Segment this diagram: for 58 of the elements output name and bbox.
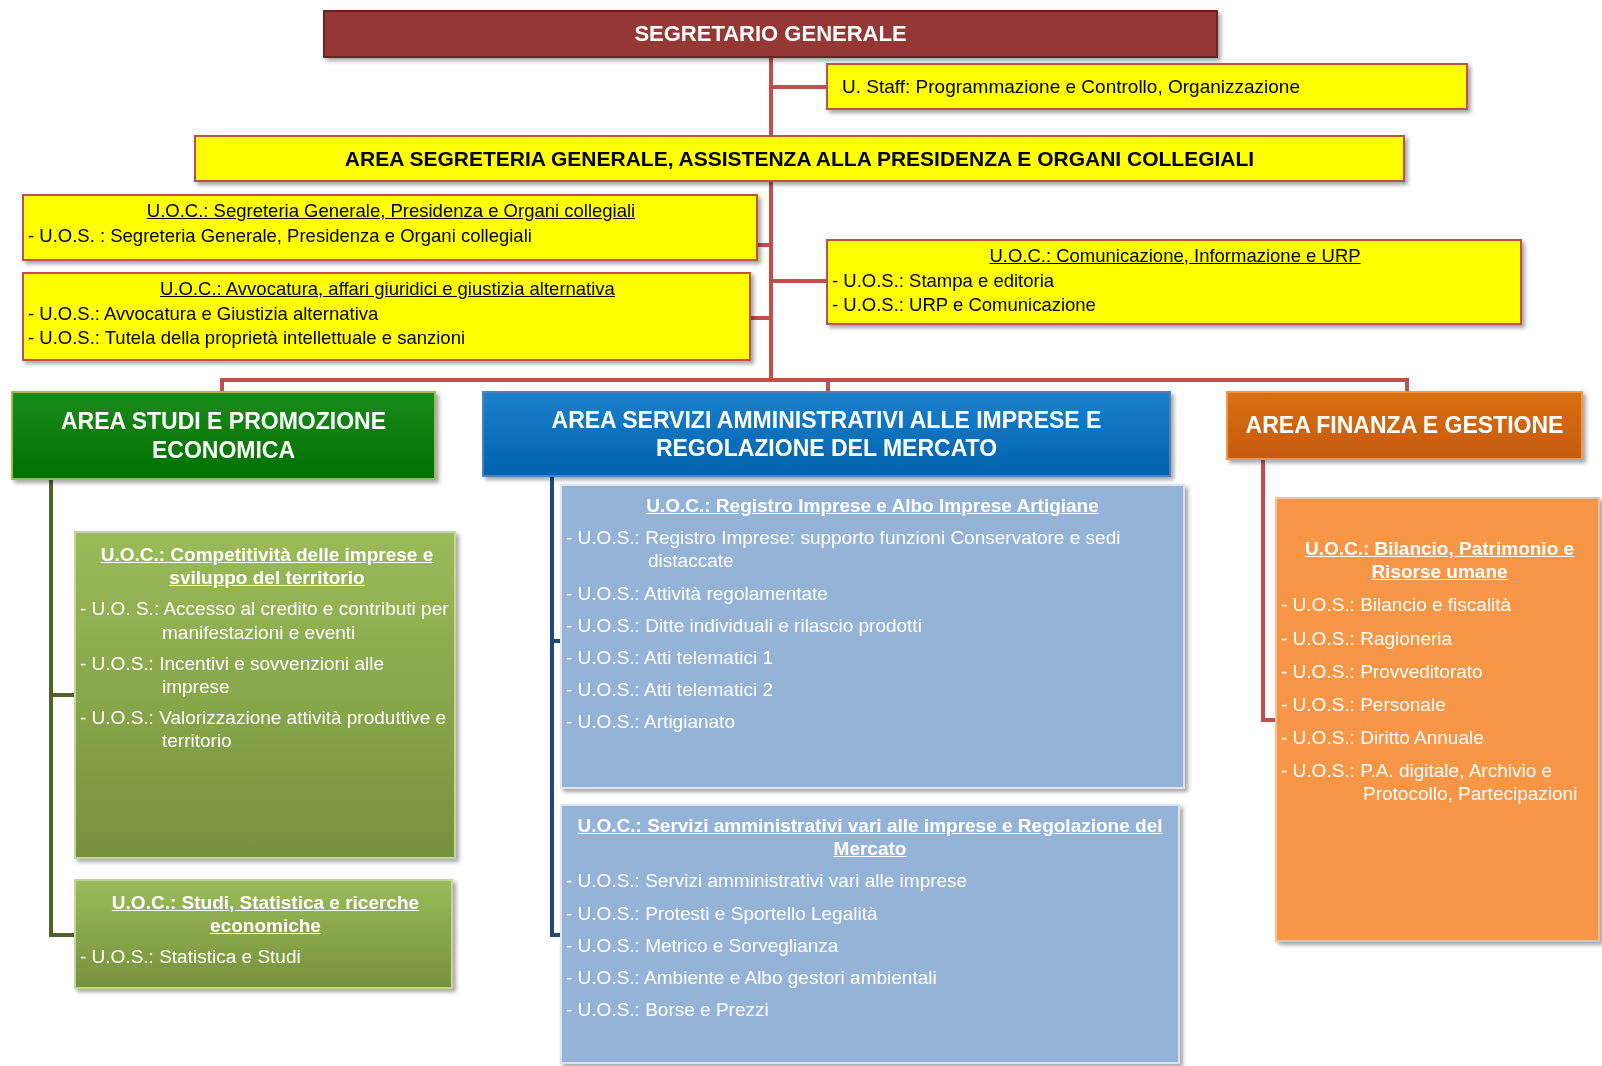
unit-heading: U.O.C.: Avvocatura, affari giuridici e giustizia alternativa — [159, 278, 616, 301]
area-box — [194, 135, 1405, 182]
sub-unit-item: - U.O.S.: Ditte individuali e rilascio prodotti — [565, 613, 923, 637]
sub-unit-item: - U.O.S.: Avvocatura e Giustizia alternativa — [27, 302, 380, 326]
sub-unit-item: - U.O.S.: Artigianato — [565, 710, 736, 734]
sub-unit-item: - U.O.S.: Registro Imprese: supporto funzioni Conservatore e sedi distaccate — [565, 526, 1122, 573]
connector-line — [550, 477, 560, 937]
sub-unit-item: - U.O.S.: Statistica e Studi — [79, 945, 302, 969]
area-box — [1226, 391, 1583, 460]
unit-heading: U.O.C.: Studi, Statistica e ricerche economiche — [110, 891, 421, 938]
unit-box — [22, 272, 751, 361]
unit-heading: U.O.C.: Segreteria Generale, Presidenza e Organi collegiali — [145, 200, 637, 223]
sub-unit-item: - U.O.S.: Tutela della proprietà intellettuale e sanzioni — [27, 327, 467, 350]
box-title: AREA STUDI E PROMOZIONE ECONOMICA — [60, 407, 387, 464]
connector-line — [49, 480, 74, 937]
unit-heading: U.O.C.: Registro Imprese e Albo Imprese Artigiane — [645, 494, 1100, 518]
sub-unit-item: - U.O.S. : Segreteria Generale, Presidenza e Organi collegiali — [27, 224, 533, 248]
sub-unit-item: - U.O.S.: Valorizzazione attività produttive e territorio — [79, 706, 448, 753]
area-box — [482, 391, 1171, 477]
unit-heading: U.O.C.: Comunicazione, Informazione e URP — [988, 245, 1362, 268]
sub-unit-item: - U.O.S.: Ambiente e Albo gestori ambientali — [565, 965, 938, 990]
sub-unit-item: - U.O.S.: Borse e Prezzi — [565, 998, 770, 1022]
unit-box — [826, 239, 1522, 325]
unit-box — [74, 531, 456, 859]
sub-unit-item: - U.O.S.: Diritto Annuale — [1280, 726, 1485, 750]
sub-unit-item: - U.O.S.: Metrico e Sorveglianza — [565, 933, 840, 957]
sub-unit-item: - U.O. S.: Accesso al credito e contributi per manifestazioni e eventi — [79, 597, 450, 644]
area-box — [11, 391, 436, 480]
unit-box — [560, 484, 1185, 789]
sub-unit-item: - U.O.S.: Ragioneria — [1280, 626, 1454, 650]
unit-box — [560, 804, 1180, 1064]
sub-unit-item: - U.O.S.: Provveditorato — [1280, 659, 1484, 683]
unit-box — [1275, 497, 1600, 942]
sub-unit-item: - U.O.S.: URP e Comunicazione — [831, 294, 1097, 317]
unit-heading: U.O.C.: Competitività delle imprese e sviluppo del territorio — [99, 543, 435, 590]
unit-heading: U.O.C.: Servizi amministrativi vari alle imprese e Regolazione del Mercato — [576, 814, 1164, 861]
sub-unit-item: - U.O.S.: Servizi amministrativi vari alle imprese — [565, 869, 969, 893]
sub-unit-item: - U.O.S.: Stampa e editoria — [831, 269, 1056, 293]
unit-box — [74, 879, 453, 989]
title-box — [323, 10, 1218, 58]
sub-unit-item: - U.O.S.: Bilancio e fiscalità — [1280, 593, 1513, 617]
box-title: U. Staff: Programmazione e Controllo, Organizzazione — [842, 74, 1301, 99]
unit-heading: U.O.C.: Bilancio, Patrimonio e Risorse umane — [1303, 537, 1576, 584]
box-title: AREA SERVIZI AMMINISTRATIVI ALLE IMPRESE E REGOLAZIONE DEL MERCATO — [550, 405, 1103, 463]
connector-line — [1261, 460, 1275, 722]
sub-unit-item: - U.O.S.: Personale — [1280, 692, 1447, 717]
sub-unit-item: - U.O.S.: Atti telematici 2 — [565, 678, 774, 702]
sub-unit-item: - U.O.S.: Attività regolamentate — [565, 581, 829, 605]
sub-unit-item: - U.O.S.: Atti telematici 1 — [565, 645, 774, 670]
sub-unit-item: - U.O.S.: Incentivi e sovvenzioni alle imprese — [79, 651, 386, 699]
box-title: SEGRETARIO GENERALE — [634, 20, 907, 48]
sub-unit-item: - U.O.S.: P.A. digitale, Archivio e Protocollo, Partecipazioni — [1280, 759, 1579, 806]
sub-unit-item: - U.O.S.: Protesti e Sportello Legalità — [565, 901, 879, 925]
box-title: AREA SEGRETERIA GENERALE, ASSISTENZA ALLA PRESIDENZA E ORGANI COLLEGIALI — [344, 145, 1255, 172]
connector-line — [769, 58, 773, 135]
unit-box — [22, 194, 758, 261]
staff-box — [826, 63, 1468, 110]
box-title: AREA FINANZA E GESTIONE — [1245, 411, 1564, 440]
